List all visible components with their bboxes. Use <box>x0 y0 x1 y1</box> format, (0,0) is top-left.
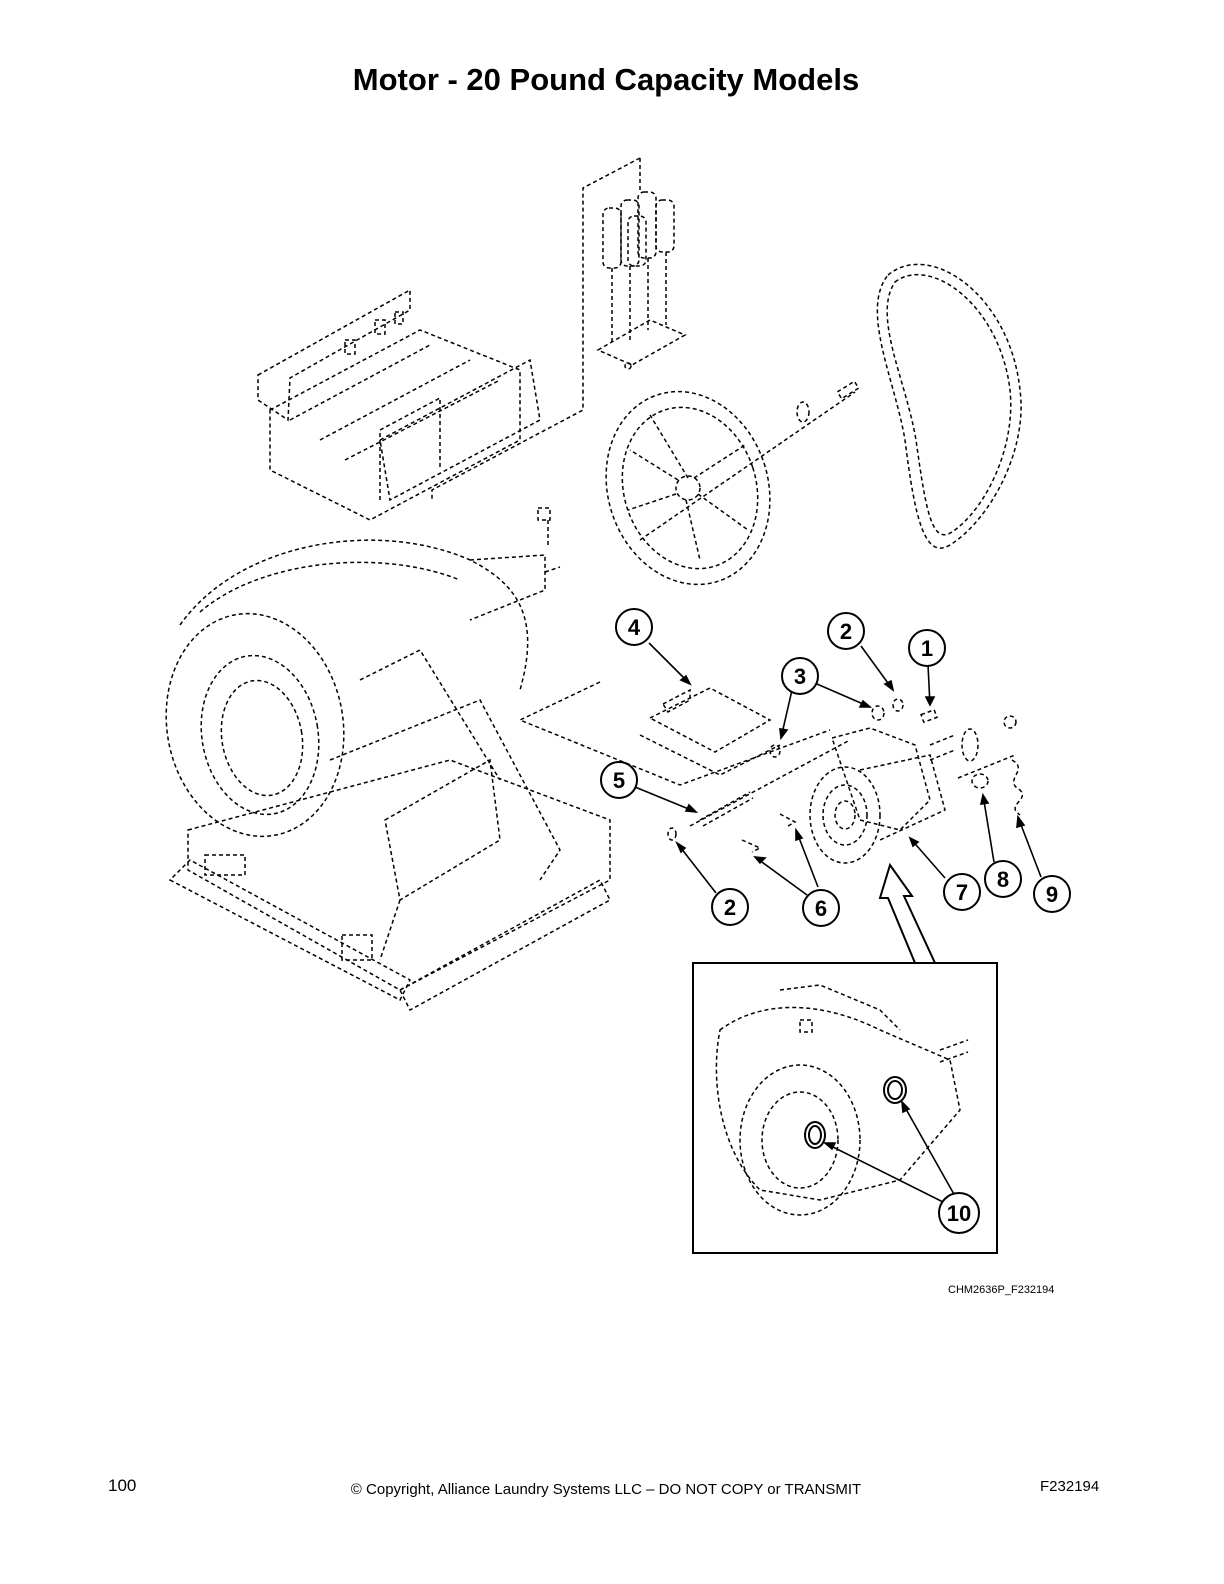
belt-icon <box>876 263 1022 549</box>
callout-5: 5 <box>600 761 638 799</box>
callout-10: 10 <box>938 1192 980 1234</box>
svg-text:2: 2 <box>840 619 852 644</box>
callout-3: 3 <box>781 657 819 695</box>
svg-text:10: 10 <box>947 1201 971 1226</box>
capacitor-rack-icon <box>596 191 687 370</box>
callout-9: 9 <box>1033 875 1071 913</box>
callout-4: 4 <box>615 608 653 646</box>
page-title: Motor - 20 Pound Capacity Models <box>352 62 860 97</box>
motor-icon <box>809 715 1024 864</box>
callout-2-bottom: 2 <box>711 888 749 926</box>
copyright-notice: © Copyright, Alliance Laundry Systems LL… <box>350 1481 862 1498</box>
svg-text:6: 6 <box>815 896 827 921</box>
pulley-icon <box>605 380 860 586</box>
svg-text:7: 7 <box>956 880 968 905</box>
drum-frame-icon <box>165 507 611 1012</box>
callout-2-top: 2 <box>827 612 865 650</box>
page-number: 100 <box>108 1476 137 1495</box>
callout-8: 8 <box>984 860 1022 898</box>
svg-text:5: 5 <box>613 768 625 793</box>
document-code: F232194 <box>1040 1478 1100 1495</box>
figure-reference: CHM2636P_F232194 <box>948 1284 1055 1296</box>
detail-inset-icon <box>715 984 969 1216</box>
svg-text:8: 8 <box>997 867 1009 892</box>
control-panel-icon <box>257 288 541 521</box>
svg-text:3: 3 <box>794 664 806 689</box>
callout-6: 6 <box>802 889 840 927</box>
svg-text:4: 4 <box>628 615 641 640</box>
svg-text:2: 2 <box>724 895 736 920</box>
callout-1: 1 <box>908 629 946 667</box>
svg-text:1: 1 <box>921 636 933 661</box>
svg-text:9: 9 <box>1046 882 1058 907</box>
callout-7: 7 <box>943 873 981 911</box>
